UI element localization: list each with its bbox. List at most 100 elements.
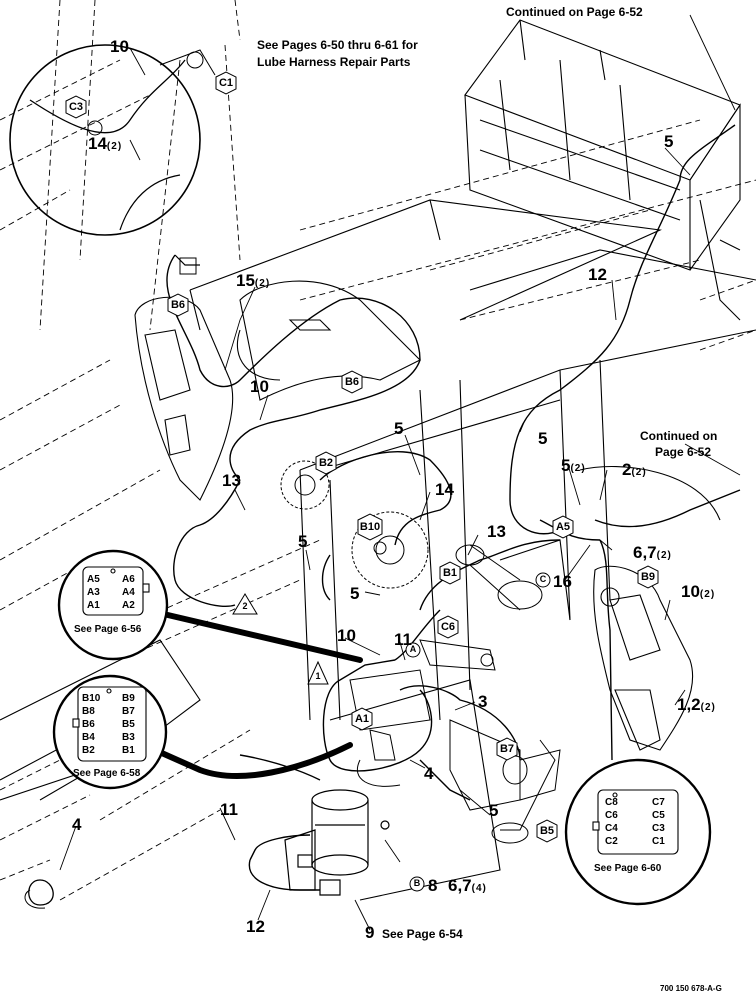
callout-quantity: (2) [700,702,716,713]
callout-8: 8 [428,877,437,894]
callout-10: 10 [250,378,269,395]
callout-5: 5 [489,802,498,819]
upper-frame-box [464,19,741,321]
pin-label: B2 [82,745,95,756]
pin-label: B10 [82,693,101,704]
drawing-part-number: 700 150 678-A-G [660,984,722,993]
pin-label: A5 [87,574,100,585]
ref-a1: A1 [354,713,370,725]
callout-number: 5 [538,429,548,448]
callout-number: 13 [222,471,241,490]
ref-b7: B7 [499,743,515,755]
callout-number: 5 [664,132,674,151]
pin-label: C2 [605,836,618,847]
pin-label: B7 [122,706,135,717]
ref-c1: C1 [218,77,234,89]
continued-page-note-right-line1: Continued on [640,429,718,443]
pin-label: A4 [122,587,135,598]
ref-c3: C3 [68,101,84,113]
callout-number: 10 [681,582,700,601]
callout-number: 14 [88,134,107,153]
pin-label: C4 [605,823,618,834]
callout-10: 10 [337,627,356,644]
callout-quantity: (2) [106,141,123,152]
pin-label: C1 [652,836,665,847]
pin-label: C6 [605,810,618,821]
callout-5: 5 [394,420,403,437]
callout-5: 5 [538,430,547,447]
ref-b10: B10 [359,521,381,533]
pin-label: A2 [122,600,135,611]
callout-quantity: (2) [699,589,716,600]
callout-quantity: (2) [631,467,647,478]
callout-9-note: See Page 6-54 [382,927,463,941]
lower-linkage [349,639,561,844]
pin-label: C8 [605,797,618,808]
callout-9: 9 [365,924,374,941]
inset-leader-bars [152,609,363,779]
callout-5: 5 [664,133,673,150]
inset-b-see-page: See Page 6-58 [73,768,141,779]
callout-number: 13 [487,522,506,541]
pin-label: C3 [652,823,665,834]
ref-b: B [413,878,421,888]
see-pages-note-line1: See Pages 6-50 thru 6-61 for [257,38,418,52]
sprockets [280,460,543,611]
pin-label: B4 [82,732,95,743]
ref-c: C [539,574,547,584]
callout-number: 3 [478,692,488,711]
ref-a5: A5 [555,521,571,533]
inset-a-see-page: See Page 6-56 [74,624,142,635]
callout-11: 11 [220,801,238,818]
callout-number: 1,2 [677,695,701,714]
callout-14: 14 [435,481,454,498]
left-bracket-plate [134,280,421,501]
frame-dashed-lines [0,0,756,901]
lube-pump [284,789,390,896]
pin-label: A1 [87,600,100,611]
callout-number: 8 [428,876,438,895]
pin-label: B9 [122,693,135,704]
callout-number: 5 [394,419,404,438]
callout-quantity: (2) [570,463,586,474]
callout-number: 5 [350,584,360,603]
pin-label: C5 [652,810,665,821]
callout-number: 5 [298,532,308,551]
callout-4: 4 [72,816,81,833]
callout-6-7-qty2: 6,7(2) [633,544,672,561]
pin-label: A6 [122,574,135,585]
callout-number: 2 [622,460,632,479]
callout-quantity: (2) [656,550,672,561]
callout-number: 11 [394,630,412,649]
pin-label: B3 [122,732,135,743]
callout-11: 11 [394,631,412,648]
callout-number: 10 [250,377,269,396]
ref-b9: B9 [640,571,656,583]
continued-page-note-right-line2: Page 6-52 [655,445,712,459]
callout-15: 15(2) [236,272,270,289]
callout-1-2-qty2: 1,2(2) [677,696,716,713]
callout-12: 12 [246,918,265,935]
callout-10: 10 [110,38,129,55]
ref-b6: B6 [344,376,360,388]
pin-label: B6 [82,719,95,730]
pin-label: B8 [82,706,95,717]
callout-number: 4 [424,764,434,783]
callout-number: 10 [337,626,356,645]
ref-a: A [409,644,417,654]
inset-c-see-page: See Page 6-60 [594,863,662,874]
callout-5: 5 [298,533,307,550]
pin-label: C7 [652,797,665,808]
callout-number: 9 [365,923,375,942]
pin-label: A3 [87,587,100,598]
pin-label: B5 [122,719,135,730]
see-pages-note-line2: Lube Harness Repair Parts [257,55,411,69]
ref-triangle-2: 2 [242,601,248,611]
ref-b5: B5 [539,825,555,837]
callout-number: 6,7 [448,876,472,895]
callout-5-qty2: 5(2) [561,457,586,474]
callout-5: 5 [350,585,359,602]
callout-14: 14(2) [88,135,122,152]
ref-b2: B2 [318,457,334,469]
